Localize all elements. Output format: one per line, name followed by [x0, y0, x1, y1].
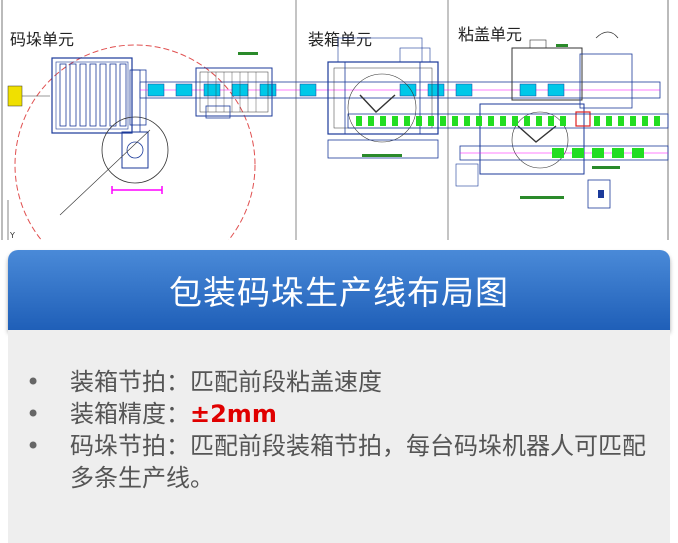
spec-text: 码垛节拍：匹配前段装箱节拍，每台码垛机器人可匹配多条生产线。 [70, 432, 646, 492]
carton-former [195, 67, 273, 119]
page-title: 包装码垛生产线布局图 [169, 273, 509, 312]
palletizing-robot [59, 69, 169, 216]
spec-accuracy-value: ±2mm [190, 400, 277, 428]
label-lid-gluing-unit: 粘盖单元 [458, 25, 522, 44]
title-banner: 包装码垛生产线布局图 [8, 250, 670, 330]
spec-list: 装箱节拍：匹配前段粘盖速度 装箱精度：±2mm 码垛节拍：匹配前段装箱节拍，每台… [8, 330, 670, 494]
green-box-conveyor-lower [459, 145, 669, 161]
layout-drawing: 码垛单元 装箱单元 粘盖单元 Y [1, 0, 669, 240]
spec-item-boxing-cycle: 装箱节拍：匹配前段粘盖速度 [8, 366, 670, 398]
label-palletizing-unit: 码垛单元 [10, 30, 74, 49]
lid-gluing-unit [455, 31, 633, 209]
green-box-conveyor-upper [347, 113, 669, 129]
spec-prefix: 装箱精度： [70, 400, 190, 428]
safety-zone-circle [14, 44, 256, 240]
spec-text: 装箱节拍：匹配前段粘盖速度 [70, 368, 382, 396]
axis-label-y: Y [9, 231, 15, 240]
label-boxing-unit: 装箱单元 [308, 30, 372, 49]
spec-panel: 装箱节拍：匹配前段粘盖速度 装箱精度：±2mm 码垛节拍：匹配前段装箱节拍，每台… [8, 330, 670, 543]
pallet-area [51, 57, 147, 134]
infeed-marker [7, 85, 23, 107]
boxing-unit [327, 37, 439, 159]
spec-item-palletizing-cycle: 码垛节拍：匹配前段装箱节拍，每台码垛机器人可匹配多条生产线。 [8, 430, 670, 494]
spec-item-boxing-accuracy: 装箱精度：±2mm [8, 398, 670, 430]
